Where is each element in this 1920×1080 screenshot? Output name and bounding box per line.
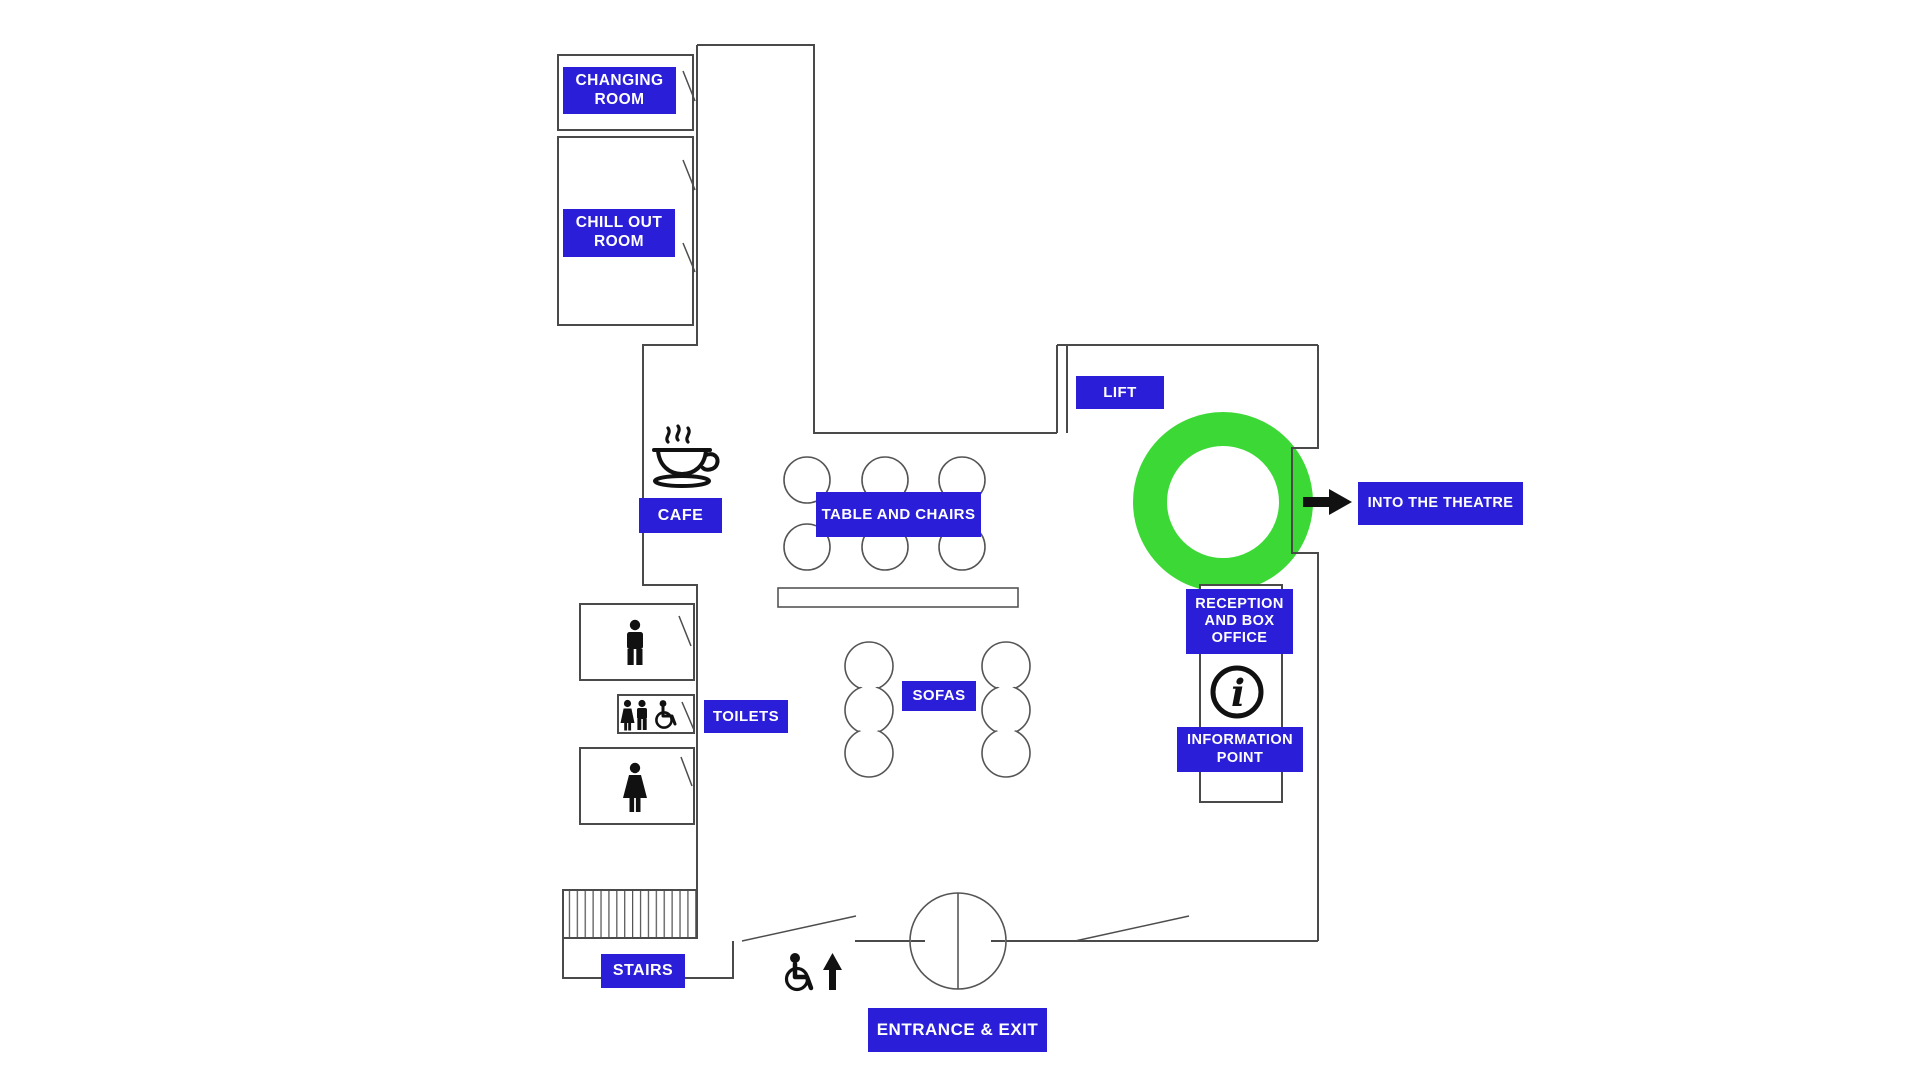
- green-ring-highlight: [1133, 412, 1313, 592]
- small-male-icon: [637, 699, 647, 730]
- small-female-icon: [620, 699, 635, 731]
- right-arrow-icon: [1303, 489, 1352, 515]
- revolving-door: [909, 892, 1007, 990]
- label-stairs: STAIRS: [601, 954, 685, 988]
- svg-text:i: i: [1231, 671, 1245, 715]
- coffee-cup-icon: [652, 424, 720, 488]
- label-entrance-exit: ENTRANCE & EXIT: [868, 1008, 1047, 1052]
- door-swings: [678, 70, 1190, 942]
- up-arrow-icon: [823, 953, 842, 990]
- small-wheelchair-icon: [655, 700, 677, 729]
- walls: [562, 44, 1319, 979]
- label-toilets: TOILETS: [704, 700, 788, 733]
- label-information-point: INFORMATION POINT: [1177, 727, 1303, 772]
- sofa-right: [981, 641, 1031, 778]
- bench-outline: [777, 587, 1019, 608]
- label-lift: LIFT: [1076, 376, 1164, 409]
- accessible-toilet-icons: [620, 699, 677, 731]
- label-reception-box-office: RECEPTION AND BOX OFFICE: [1186, 589, 1293, 654]
- label-into-the-theatre: INTO THE THEATRE: [1358, 482, 1523, 525]
- label-table-and-chairs: TABLE AND CHAIRS: [816, 492, 981, 537]
- male-icon: [627, 619, 643, 665]
- wall-outline: [562, 44, 1319, 979]
- info-icon: i: [1210, 665, 1264, 719]
- entrance-wheelchair-icon: [784, 953, 814, 992]
- label-cafe: CAFE: [639, 498, 722, 533]
- sofa-left: [844, 641, 894, 778]
- label-chill-out-room: CHILL OUT ROOM: [563, 209, 675, 257]
- female-icon: [623, 762, 647, 812]
- label-changing-room: CHANGING ROOM: [563, 67, 676, 114]
- stairs-treads: [562, 889, 698, 939]
- label-sofas: SOFAS: [902, 681, 976, 711]
